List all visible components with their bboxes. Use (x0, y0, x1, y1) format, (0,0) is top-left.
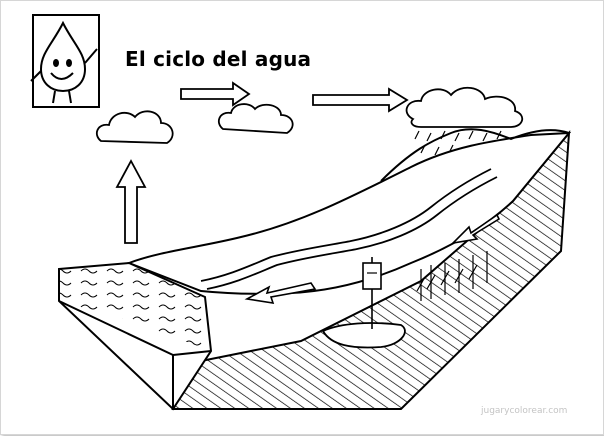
cloud-icon (217, 103, 294, 134)
water-well-icon (362, 257, 382, 329)
watermark-text: jugarycolorear.com (481, 406, 568, 416)
cloud-icon (95, 110, 174, 144)
arrow-icon (244, 282, 317, 304)
page-title: El ciclo del agua (125, 47, 312, 71)
landscape (58, 128, 572, 411)
arrow-icon (450, 213, 501, 245)
arrow-icon (312, 87, 409, 113)
water-drop-mascot-icon (30, 14, 100, 108)
arrow-icon (115, 159, 147, 244)
arrow-icon (180, 81, 251, 107)
